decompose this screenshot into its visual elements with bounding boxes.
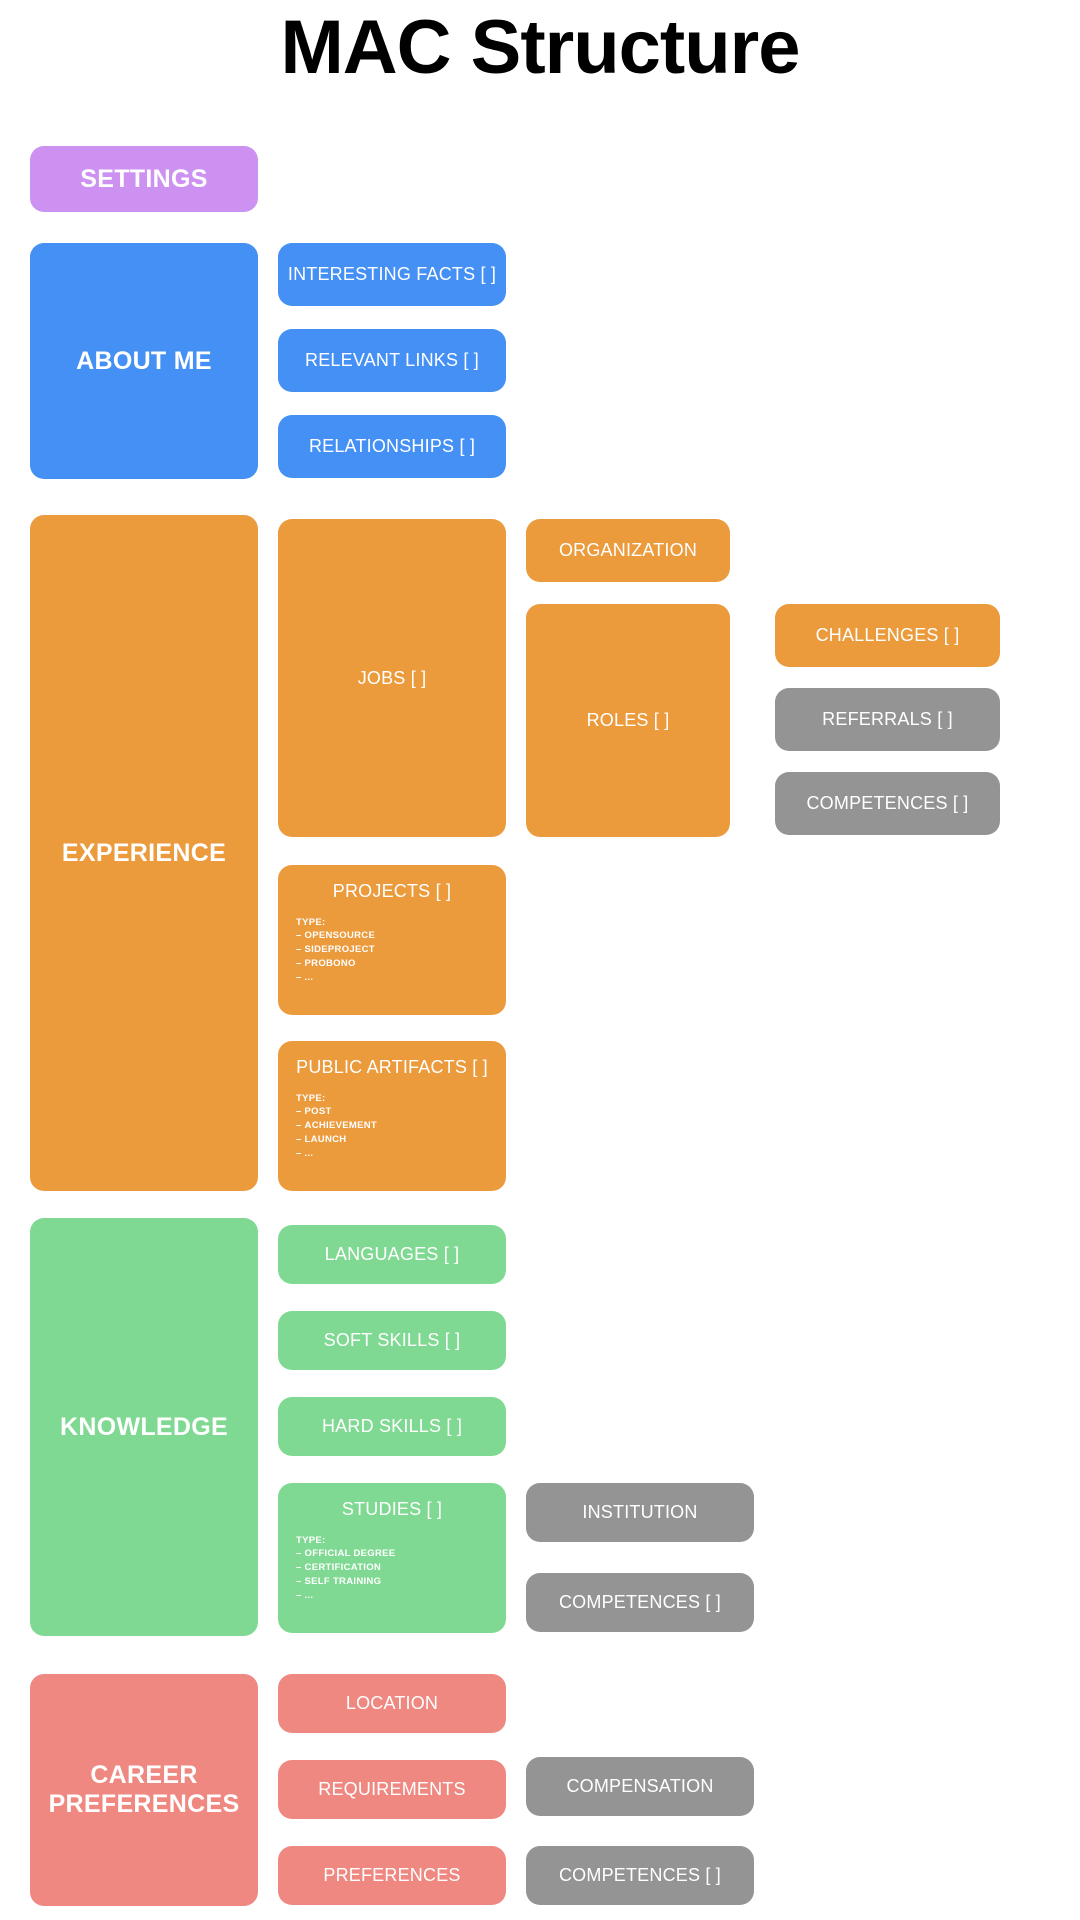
node-challenges-label: CHALLENGES [ ] bbox=[815, 625, 960, 646]
node-career-competences[interactable]: COMPETENCES [ ] bbox=[526, 1846, 754, 1905]
node-organization[interactable]: ORGANIZATION bbox=[526, 519, 730, 582]
node-roles[interactable]: ROLES [ ] bbox=[526, 604, 730, 837]
node-career-preferences[interactable]: CAREER PREFERENCES bbox=[30, 1674, 258, 1906]
node-settings-label: SETTINGS bbox=[80, 164, 208, 193]
node-organization-label: ORGANIZATION bbox=[558, 540, 698, 561]
node-institution[interactable]: INSTITUTION bbox=[526, 1483, 754, 1542]
node-languages[interactable]: LANGUAGES [ ] bbox=[278, 1225, 506, 1284]
node-experience[interactable]: EXPERIENCE bbox=[30, 515, 258, 1191]
node-public-artifacts-label: PUBLIC ARTIFACTS [ ] bbox=[296, 1057, 488, 1077]
node-about-me-label: ABOUT ME bbox=[76, 346, 212, 375]
node-languages-label: LANGUAGES [ ] bbox=[324, 1244, 460, 1265]
projects-type-heading: TYPE: bbox=[296, 916, 326, 928]
public-artifacts-type-item: ACHIEVEMENT bbox=[296, 1119, 498, 1133]
node-challenges[interactable]: CHALLENGES [ ] bbox=[775, 604, 1000, 667]
projects-type-item: ... bbox=[296, 971, 498, 985]
studies-type-item: SELF TRAINING bbox=[296, 1575, 498, 1589]
studies-type-item: ... bbox=[296, 1589, 498, 1603]
node-knowledge-competences-label: COMPETENCES [ ] bbox=[558, 1592, 722, 1613]
node-preferences[interactable]: PREFERENCES bbox=[278, 1846, 506, 1905]
node-relevant-links-label: RELEVANT LINKS [ ] bbox=[305, 350, 479, 371]
node-preferences-label: PREFERENCES bbox=[323, 1865, 461, 1886]
node-relationships-label: RELATIONSHIPS [ ] bbox=[308, 436, 476, 457]
node-requirements-label: REQUIREMENTS bbox=[318, 1779, 466, 1800]
studies-type-list: TYPE: OFFICIAL DEGREE CERTIFICATION SELF… bbox=[286, 1534, 498, 1603]
node-roles-label: ROLES [ ] bbox=[586, 710, 670, 731]
node-career-competences-label: COMPETENCES [ ] bbox=[558, 1865, 722, 1886]
node-knowledge[interactable]: KNOWLEDGE bbox=[30, 1218, 258, 1636]
node-compensation-label: COMPENSATION bbox=[566, 1776, 714, 1797]
studies-type-item: CERTIFICATION bbox=[296, 1561, 498, 1575]
node-soft-skills-label: SOFT SKILLS [ ] bbox=[323, 1330, 461, 1351]
node-experience-label: EXPERIENCE bbox=[61, 838, 227, 867]
node-requirements[interactable]: REQUIREMENTS bbox=[278, 1760, 506, 1819]
node-interesting-facts[interactable]: INTERESTING FACTS [ ] bbox=[278, 243, 506, 306]
projects-type-item: SIDEPROJECT bbox=[296, 943, 498, 957]
node-experience-competences[interactable]: COMPETENCES [ ] bbox=[775, 772, 1000, 835]
node-relevant-links[interactable]: RELEVANT LINKS [ ] bbox=[278, 329, 506, 392]
public-artifacts-type-item: POST bbox=[296, 1105, 498, 1119]
node-about-me[interactable]: ABOUT ME bbox=[30, 243, 258, 479]
node-relationships[interactable]: RELATIONSHIPS [ ] bbox=[278, 415, 506, 478]
node-compensation[interactable]: COMPENSATION bbox=[526, 1757, 754, 1816]
node-jobs[interactable]: JOBS [ ] bbox=[278, 519, 506, 837]
node-location[interactable]: LOCATION bbox=[278, 1674, 506, 1733]
node-institution-label: INSTITUTION bbox=[582, 1502, 698, 1523]
projects-type-list: TYPE: OPENSOURCE SIDEPROJECT PROBONO ... bbox=[286, 916, 498, 985]
public-artifacts-type-item: ... bbox=[296, 1147, 498, 1161]
node-projects-label: PROJECTS [ ] bbox=[332, 881, 452, 901]
node-soft-skills[interactable]: SOFT SKILLS [ ] bbox=[278, 1311, 506, 1370]
node-referrals[interactable]: REFERRALS [ ] bbox=[775, 688, 1000, 751]
page-title: MAC Structure bbox=[280, 5, 800, 90]
node-interesting-facts-label: INTERESTING FACTS [ ] bbox=[287, 264, 497, 285]
node-studies[interactable]: STUDIES [ ] TYPE: OFFICIAL DEGREE CERTIF… bbox=[278, 1483, 506, 1633]
node-studies-label: STUDIES [ ] bbox=[341, 1499, 443, 1519]
node-referrals-label: REFERRALS [ ] bbox=[822, 709, 953, 730]
studies-type-heading: TYPE: bbox=[296, 1534, 326, 1546]
node-projects[interactable]: PROJECTS [ ] TYPE: OPENSOURCE SIDEPROJEC… bbox=[278, 865, 506, 1015]
node-knowledge-competences[interactable]: COMPETENCES [ ] bbox=[526, 1573, 754, 1632]
node-jobs-label: JOBS [ ] bbox=[357, 667, 427, 688]
node-career-preferences-label-line1: CAREER bbox=[90, 1761, 198, 1790]
node-experience-competences-label: COMPETENCES [ ] bbox=[806, 793, 969, 814]
public-artifacts-type-list: TYPE: POST ACHIEVEMENT LAUNCH ... bbox=[286, 1092, 498, 1161]
public-artifacts-type-heading: TYPE: bbox=[296, 1092, 326, 1104]
node-career-preferences-label-line2: PREFERENCES bbox=[48, 1790, 240, 1818]
node-settings[interactable]: SETTINGS bbox=[30, 146, 258, 212]
studies-type-item: OFFICIAL DEGREE bbox=[296, 1547, 498, 1561]
projects-type-item: PROBONO bbox=[296, 957, 498, 971]
public-artifacts-type-item: LAUNCH bbox=[296, 1133, 498, 1147]
node-hard-skills-label: HARD SKILLS [ ] bbox=[321, 1416, 463, 1437]
projects-type-item: OPENSOURCE bbox=[296, 929, 498, 943]
node-knowledge-label: KNOWLEDGE bbox=[60, 1412, 228, 1441]
node-public-artifacts[interactable]: PUBLIC ARTIFACTS [ ] TYPE: POST ACHIEVEM… bbox=[278, 1041, 506, 1191]
node-location-label: LOCATION bbox=[345, 1693, 439, 1714]
node-hard-skills[interactable]: HARD SKILLS [ ] bbox=[278, 1397, 506, 1456]
